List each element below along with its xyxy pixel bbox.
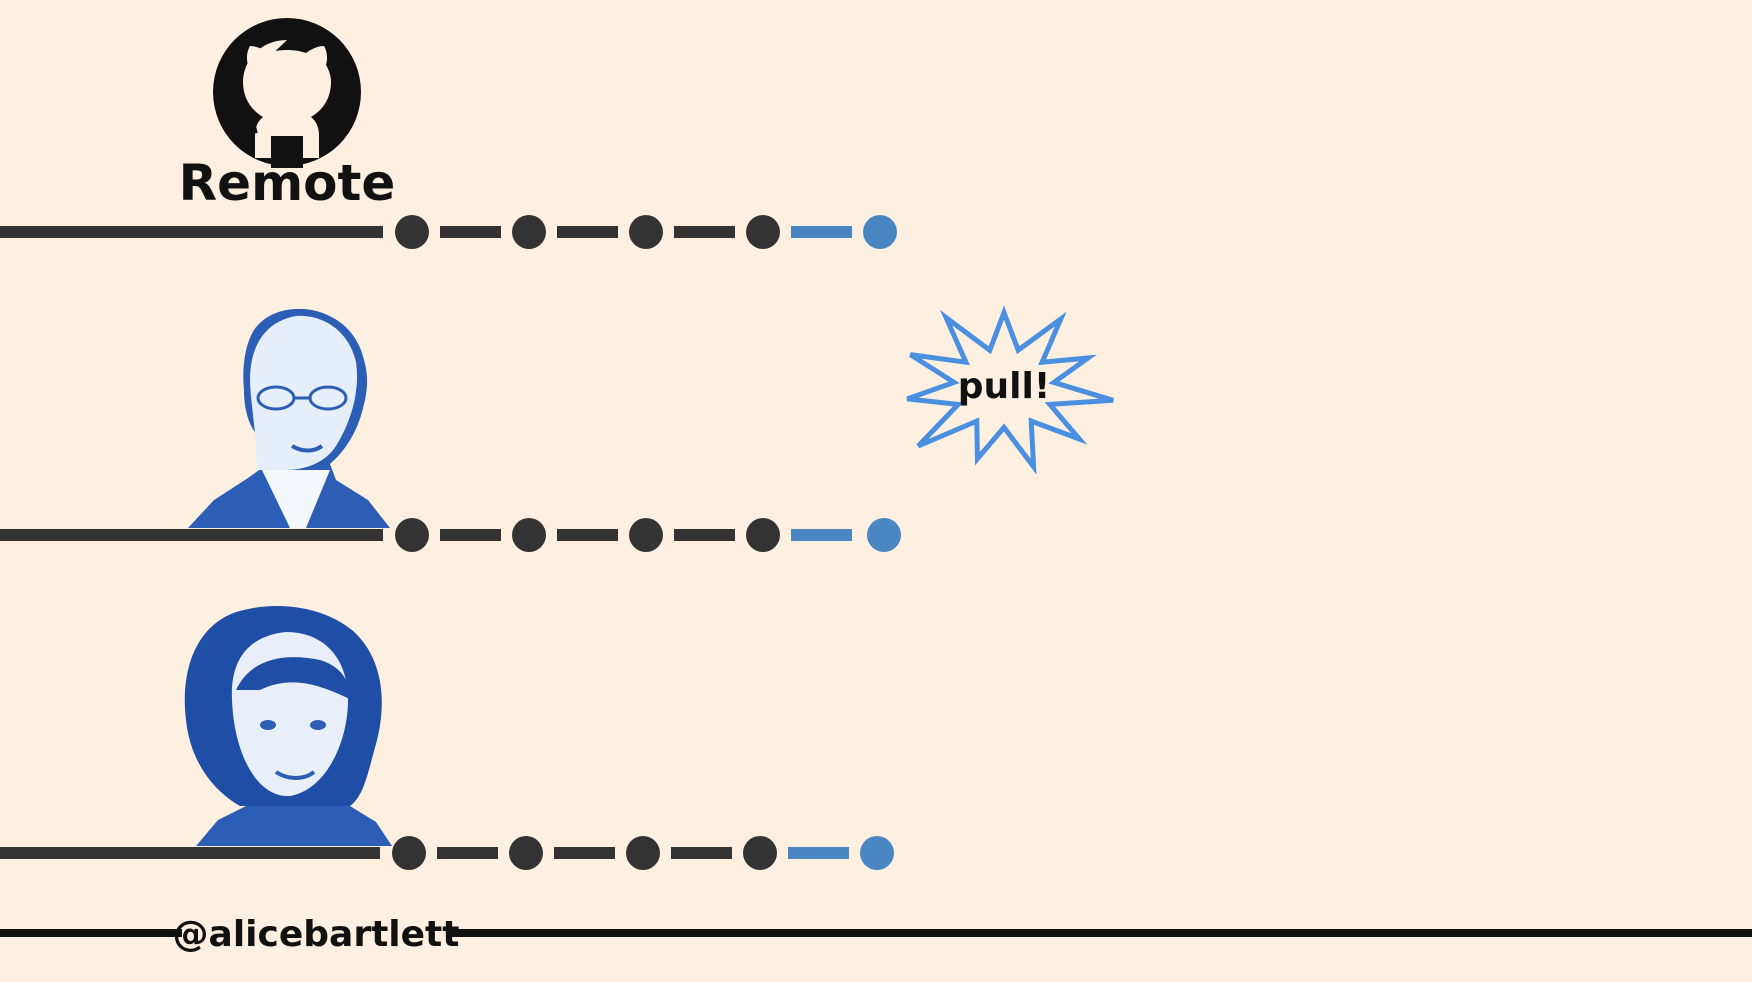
- commit: [629, 215, 663, 249]
- commit-new: [863, 215, 897, 249]
- commit: [512, 215, 546, 249]
- github-octocat-icon: [213, 18, 361, 168]
- commit-new: [860, 836, 894, 870]
- man-portrait: [188, 308, 390, 528]
- commit: [512, 518, 546, 552]
- remote-label: Remote: [179, 154, 396, 212]
- commit: [629, 518, 663, 552]
- burst-label: pull!: [958, 366, 1051, 407]
- branch-lines: [0, 215, 901, 870]
- starburst-shape: [906, 305, 1114, 475]
- woman-portrait: [184, 606, 392, 846]
- branch-remote: [0, 215, 897, 249]
- commit-new: [867, 518, 901, 552]
- branch-collaborator-2: [0, 836, 894, 870]
- pull-starburst: pull!: [906, 305, 1114, 475]
- commit: [395, 215, 429, 249]
- commit: [746, 518, 780, 552]
- commit: [509, 836, 543, 870]
- commit: [392, 836, 426, 870]
- commit: [626, 836, 660, 870]
- footer-handle: @alicebartlett: [173, 914, 460, 955]
- commit: [395, 518, 429, 552]
- footer: @alicebartlett: [0, 914, 1752, 955]
- commit: [743, 836, 777, 870]
- branch-collaborator-1: [0, 518, 901, 552]
- commit: [746, 215, 780, 249]
